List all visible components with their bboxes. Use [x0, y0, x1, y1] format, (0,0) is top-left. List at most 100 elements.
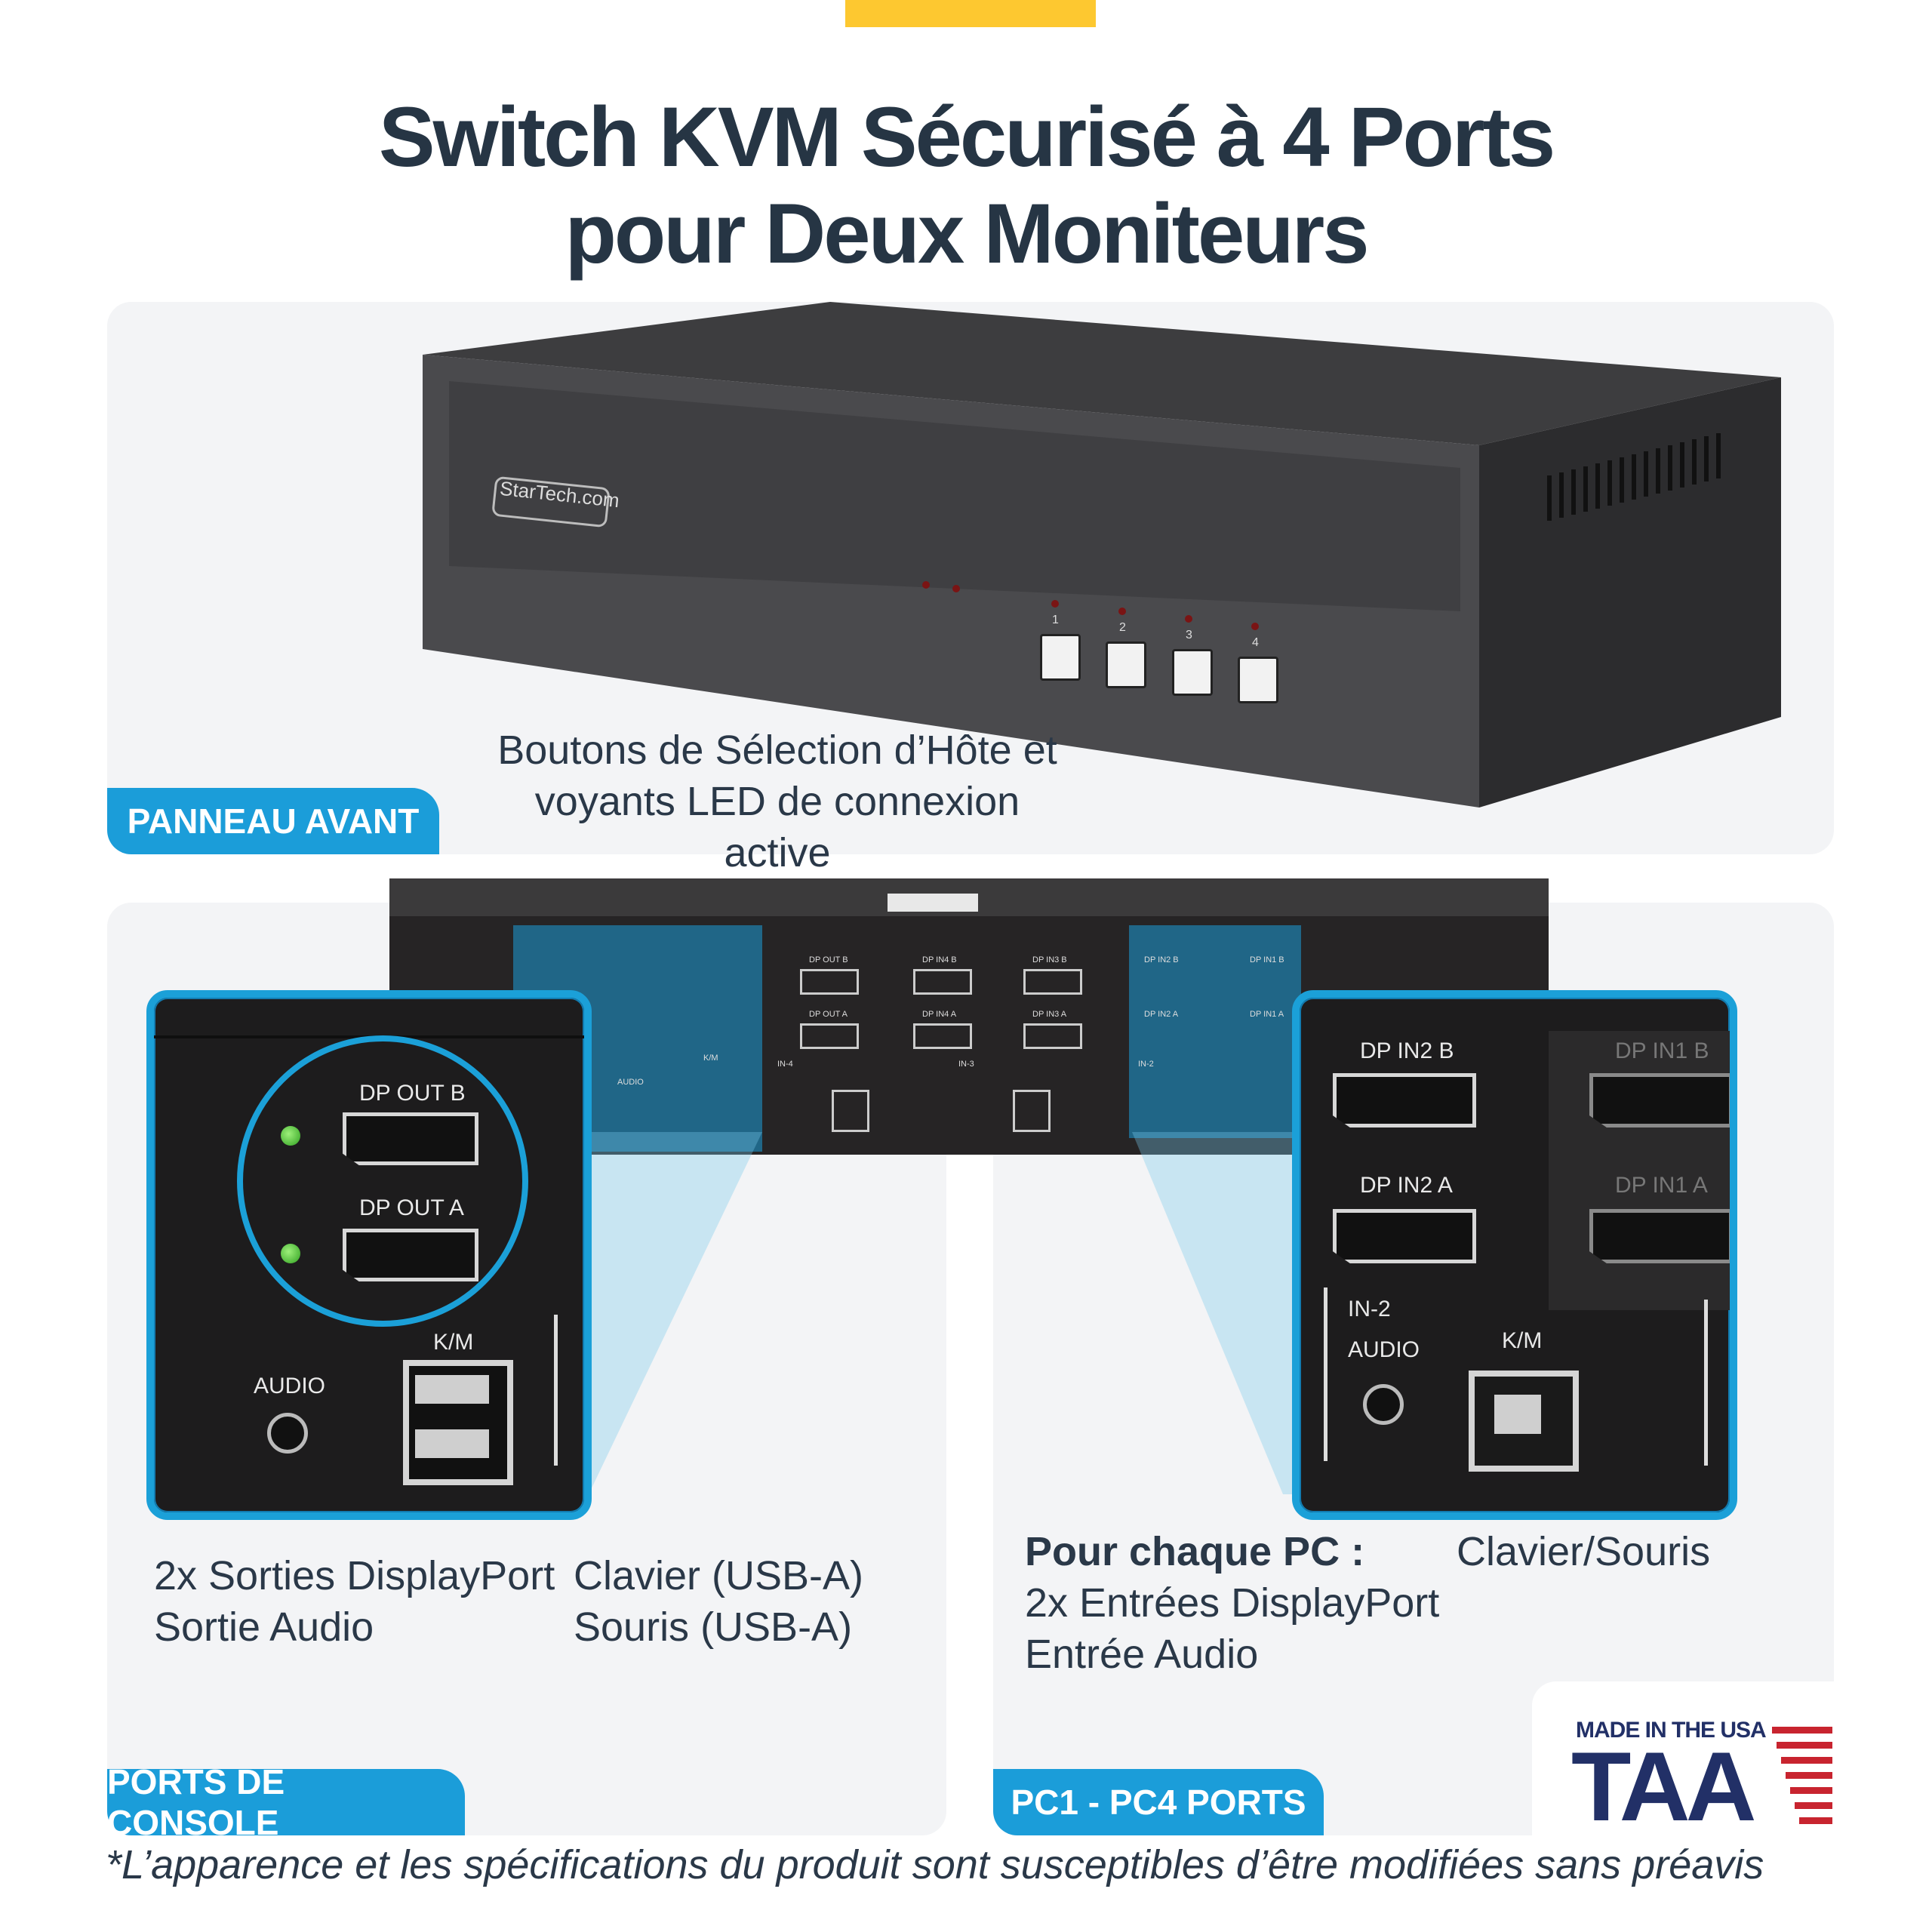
rear-label-dp-in2-b: DP IN2 B — [1144, 955, 1179, 964]
label-dp-in2-b: DP IN2 B — [1360, 1038, 1454, 1063]
made-in-usa-text: MADE IN THE USA — [1576, 1718, 1767, 1743]
console-caption-line-4: Souris (USB-A) — [574, 1604, 853, 1650]
front-caption-line-1: Boutons de Sélection d’Hôte et — [497, 728, 1057, 773]
label-dp-out-b: DP OUT B — [359, 1081, 466, 1106]
rear-label-in3: IN-3 — [958, 1060, 974, 1069]
rear-dp-port — [1023, 969, 1082, 995]
rear-label-dp-in3-a: DP IN3 A — [1032, 1010, 1067, 1019]
label-audio: AUDIO — [254, 1374, 326, 1398]
usb-b-port — [1469, 1371, 1579, 1472]
in1-shadow — [1549, 1031, 1730, 1310]
top-accent-bar — [845, 0, 1096, 27]
rear-label-dp-in3-b: DP IN3 B — [1032, 955, 1067, 964]
console-tag: PORTS DE CONSOLE — [107, 1762, 465, 1842]
rear-dp-port — [800, 1023, 859, 1049]
rear-label-dp-in4-a: DP IN4 A — [922, 1010, 957, 1019]
dp-out-b-port — [343, 1112, 478, 1165]
rear-sticker — [888, 894, 978, 912]
host-select-button-1[interactable] — [1040, 634, 1081, 681]
dp-in1-b-port — [1589, 1073, 1730, 1128]
status-led-1 — [922, 581, 930, 589]
host-led-2 — [1118, 608, 1126, 615]
right-separator — [1704, 1300, 1708, 1466]
label-dp-in2-a: DP IN2 A — [1360, 1173, 1453, 1198]
rear-dp-port — [1023, 1023, 1082, 1049]
rear-usb-b-port — [1013, 1090, 1051, 1132]
front-caption: Boutons de Sélection d’Hôte et voyants L… — [483, 724, 1072, 878]
rear-label-dp-out-b: DP OUT B — [809, 955, 848, 964]
console-caption-col1: 2x Sorties DisplayPort Sortie Audio — [154, 1550, 555, 1653]
startech-logo — [492, 476, 610, 528]
rear-dp-port — [800, 969, 859, 995]
console-caption-line-3: Clavier (USB-A) — [574, 1553, 864, 1598]
host-number-3: 3 — [1186, 629, 1192, 641]
pcports-right-label: Clavier/Souris — [1457, 1529, 1711, 1574]
host-select-button-3[interactable] — [1172, 649, 1213, 696]
console-zoom: DP OUT B DP OUT A K/M AUDIO — [146, 990, 592, 1520]
usb-b-inner — [1494, 1395, 1541, 1434]
label-dp-in1-b: DP IN1 B — [1615, 1038, 1709, 1063]
rear-usb-b-port — [832, 1090, 869, 1132]
console-caption-line-1: 2x Sorties DisplayPort — [154, 1553, 555, 1598]
label-dp-in1-a: DP IN1 A — [1615, 1173, 1708, 1198]
usb-a-bottom — [415, 1429, 489, 1458]
pcports-highlight — [1129, 925, 1301, 1138]
rear-dp-port — [913, 969, 972, 995]
rear-dp-port — [913, 1023, 972, 1049]
label-km: K/M — [433, 1330, 474, 1355]
dp-in2-a-port — [1333, 1209, 1476, 1263]
separator-line — [554, 1315, 558, 1466]
footnote: *L’apparence et les spécifications du pr… — [106, 1842, 1764, 1887]
pcports-line-1: 2x Entrées DisplayPort — [1025, 1580, 1440, 1626]
title-line-1: Switch KVM Sécurisé à 4 Ports — [378, 90, 1555, 184]
front-device-illustration — [423, 302, 1781, 808]
left-separator — [1324, 1287, 1327, 1461]
taa-badge: MADE IN THE USA TAA — [1532, 1681, 1834, 1840]
host-led-4 — [1251, 623, 1259, 630]
console-circle-highlight — [237, 1035, 528, 1327]
rear-label-dp-in4-b: DP IN4 B — [922, 955, 957, 964]
rear-label-dp-out-a: DP OUT A — [809, 1010, 848, 1019]
dp-in1-a-port — [1589, 1209, 1730, 1263]
dp-in2-b-port — [1333, 1073, 1476, 1128]
label-km-in: K/M — [1502, 1328, 1543, 1353]
taa-text: TAA — [1571, 1731, 1757, 1841]
audio-in-jack — [1363, 1384, 1404, 1425]
host-led-3 — [1185, 615, 1192, 623]
label-audio-in: AUDIO — [1348, 1337, 1420, 1362]
rear-label-dp-in1-b: DP IN1 B — [1250, 955, 1284, 964]
label-in-2: IN-2 — [1348, 1297, 1391, 1321]
pcports-tag: PC1 - PC4 PORTS — [993, 1769, 1324, 1835]
front-panel-tag: PANNEAU AVANT — [107, 788, 439, 854]
usb-a-top — [415, 1375, 489, 1404]
label-dp-out-a: DP OUT A — [359, 1195, 464, 1220]
audio-jack — [267, 1413, 308, 1454]
rear-label-in4: IN-4 — [777, 1060, 793, 1069]
flag-stripes-icon — [1772, 1727, 1832, 1824]
host-number-2: 2 — [1119, 621, 1126, 634]
title-line-2: pour Deux Moniteurs — [565, 186, 1369, 281]
green-led-b — [281, 1126, 300, 1146]
host-number-4: 4 — [1252, 636, 1259, 649]
rear-label-km: K/M — [703, 1054, 718, 1063]
rear-label-in2: IN-2 — [1138, 1060, 1154, 1069]
pcports-heading: Pour chaque PC : — [1025, 1529, 1365, 1574]
rear-label-dp-in1-a: DP IN1 A — [1250, 1010, 1284, 1019]
status-led-2 — [952, 585, 960, 592]
side-vents — [1547, 433, 1721, 521]
rear-label-audio: AUDIO — [617, 1078, 644, 1087]
front-caption-line-2: voyants LED de connexion active — [534, 779, 1020, 875]
console-caption-line-2: Sortie Audio — [154, 1604, 374, 1650]
host-led-1 — [1051, 600, 1059, 608]
host-select-button-4[interactable] — [1238, 657, 1278, 703]
pcports-line-2: Entrée Audio — [1025, 1632, 1259, 1677]
pcports-beam — [1132, 1132, 1328, 1494]
host-number-1: 1 — [1052, 614, 1059, 626]
dp-out-a-port — [343, 1229, 478, 1281]
pcports-zoom: DP IN2 B DP IN1 B DP IN2 A DP IN1 A IN-2… — [1292, 990, 1737, 1520]
pcports-caption: Pour chaque PC : 2x Entrées DisplayPort … — [1025, 1526, 1439, 1680]
host-select-button-2[interactable] — [1106, 641, 1146, 688]
green-led-a — [281, 1244, 300, 1263]
console-caption-col2: Clavier (USB-A) Souris (USB-A) — [574, 1550, 863, 1653]
page-title: Switch KVM Sécurisé à 4 Ports pour Deux … — [0, 89, 1932, 282]
